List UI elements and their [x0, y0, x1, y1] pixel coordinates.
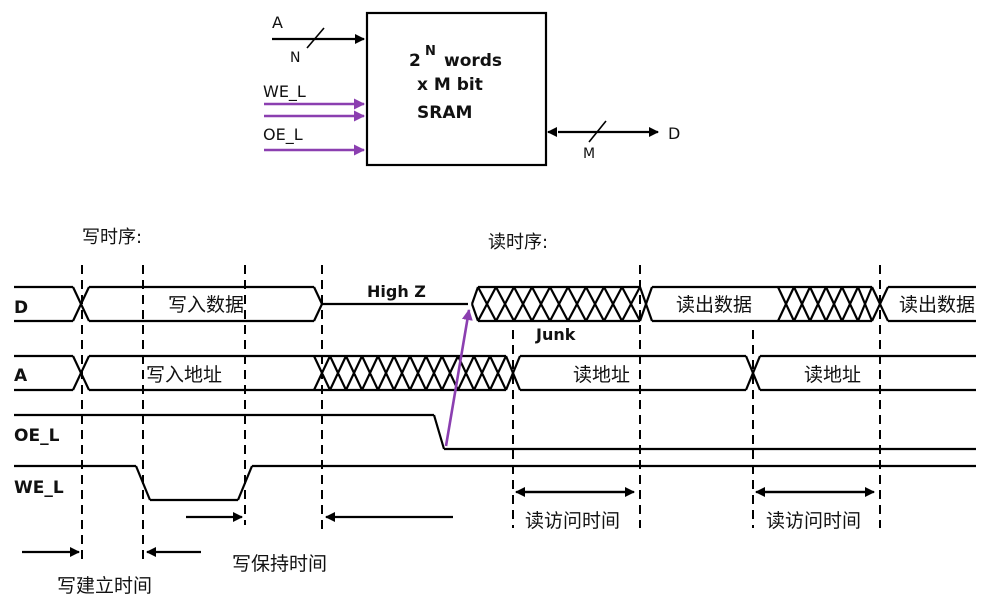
oe-input-label: OE_L	[263, 125, 303, 145]
d-read-data-label-2: 读出数据	[899, 294, 975, 316]
a-width-label: N	[290, 50, 300, 66]
we-waveform	[14, 464, 976, 502]
sram-line3: SRAM	[417, 103, 472, 123]
d-width-label: M	[583, 146, 595, 162]
data-bus-output: D M	[547, 120, 680, 162]
sram-block: 2 N words x M bit SRAM	[365, 11, 548, 167]
a-read-address-label-1: 读地址	[573, 364, 630, 386]
d-output-label: D	[668, 124, 680, 143]
oe-to-d-arrow	[444, 309, 473, 447]
a-read-address-label-2: 读地址	[804, 364, 861, 386]
read-access-time-label-2: 读访问时间	[766, 510, 861, 532]
d-read-data-label-1: 读出数据	[676, 294, 752, 316]
junk-label: Junk	[535, 325, 576, 344]
read-timing-title: 读时序:	[488, 232, 548, 253]
sram-line1-base: 2	[409, 51, 421, 71]
d-bus-slash	[588, 120, 607, 143]
address-bus-input: A N	[272, 13, 365, 66]
a-bus-slash	[306, 27, 325, 49]
sram-line1-rest: words	[444, 51, 502, 71]
row-label-oe: OE_L	[14, 426, 60, 446]
timing-guides	[81, 265, 881, 565]
row-label-a: A	[14, 366, 28, 386]
high-z-label: High Z	[367, 282, 426, 301]
write-hold-time-label: 写保持时间	[232, 553, 327, 575]
we-input-label: WE_L	[263, 82, 306, 102]
sram-line2: x M bit	[417, 75, 483, 95]
write-timing-title: 写时序:	[82, 227, 142, 248]
row-label-we: WE_L	[14, 478, 64, 498]
row-label-d: D	[14, 298, 28, 318]
control-inputs: WE_L OE_L	[263, 82, 365, 156]
a-write-address-label: 写入地址	[146, 364, 222, 386]
d-write-data-label: 写入数据	[168, 294, 244, 316]
d-waveform	[14, 285, 976, 323]
write-setup-time-label: 写建立时间	[57, 575, 152, 597]
sram-line1-exp: N	[425, 44, 436, 59]
a-waveform	[14, 354, 976, 392]
oe-waveform	[14, 413, 976, 451]
a-input-label: A	[272, 13, 283, 32]
read-access-time-label-1: 读访问时间	[525, 510, 620, 532]
